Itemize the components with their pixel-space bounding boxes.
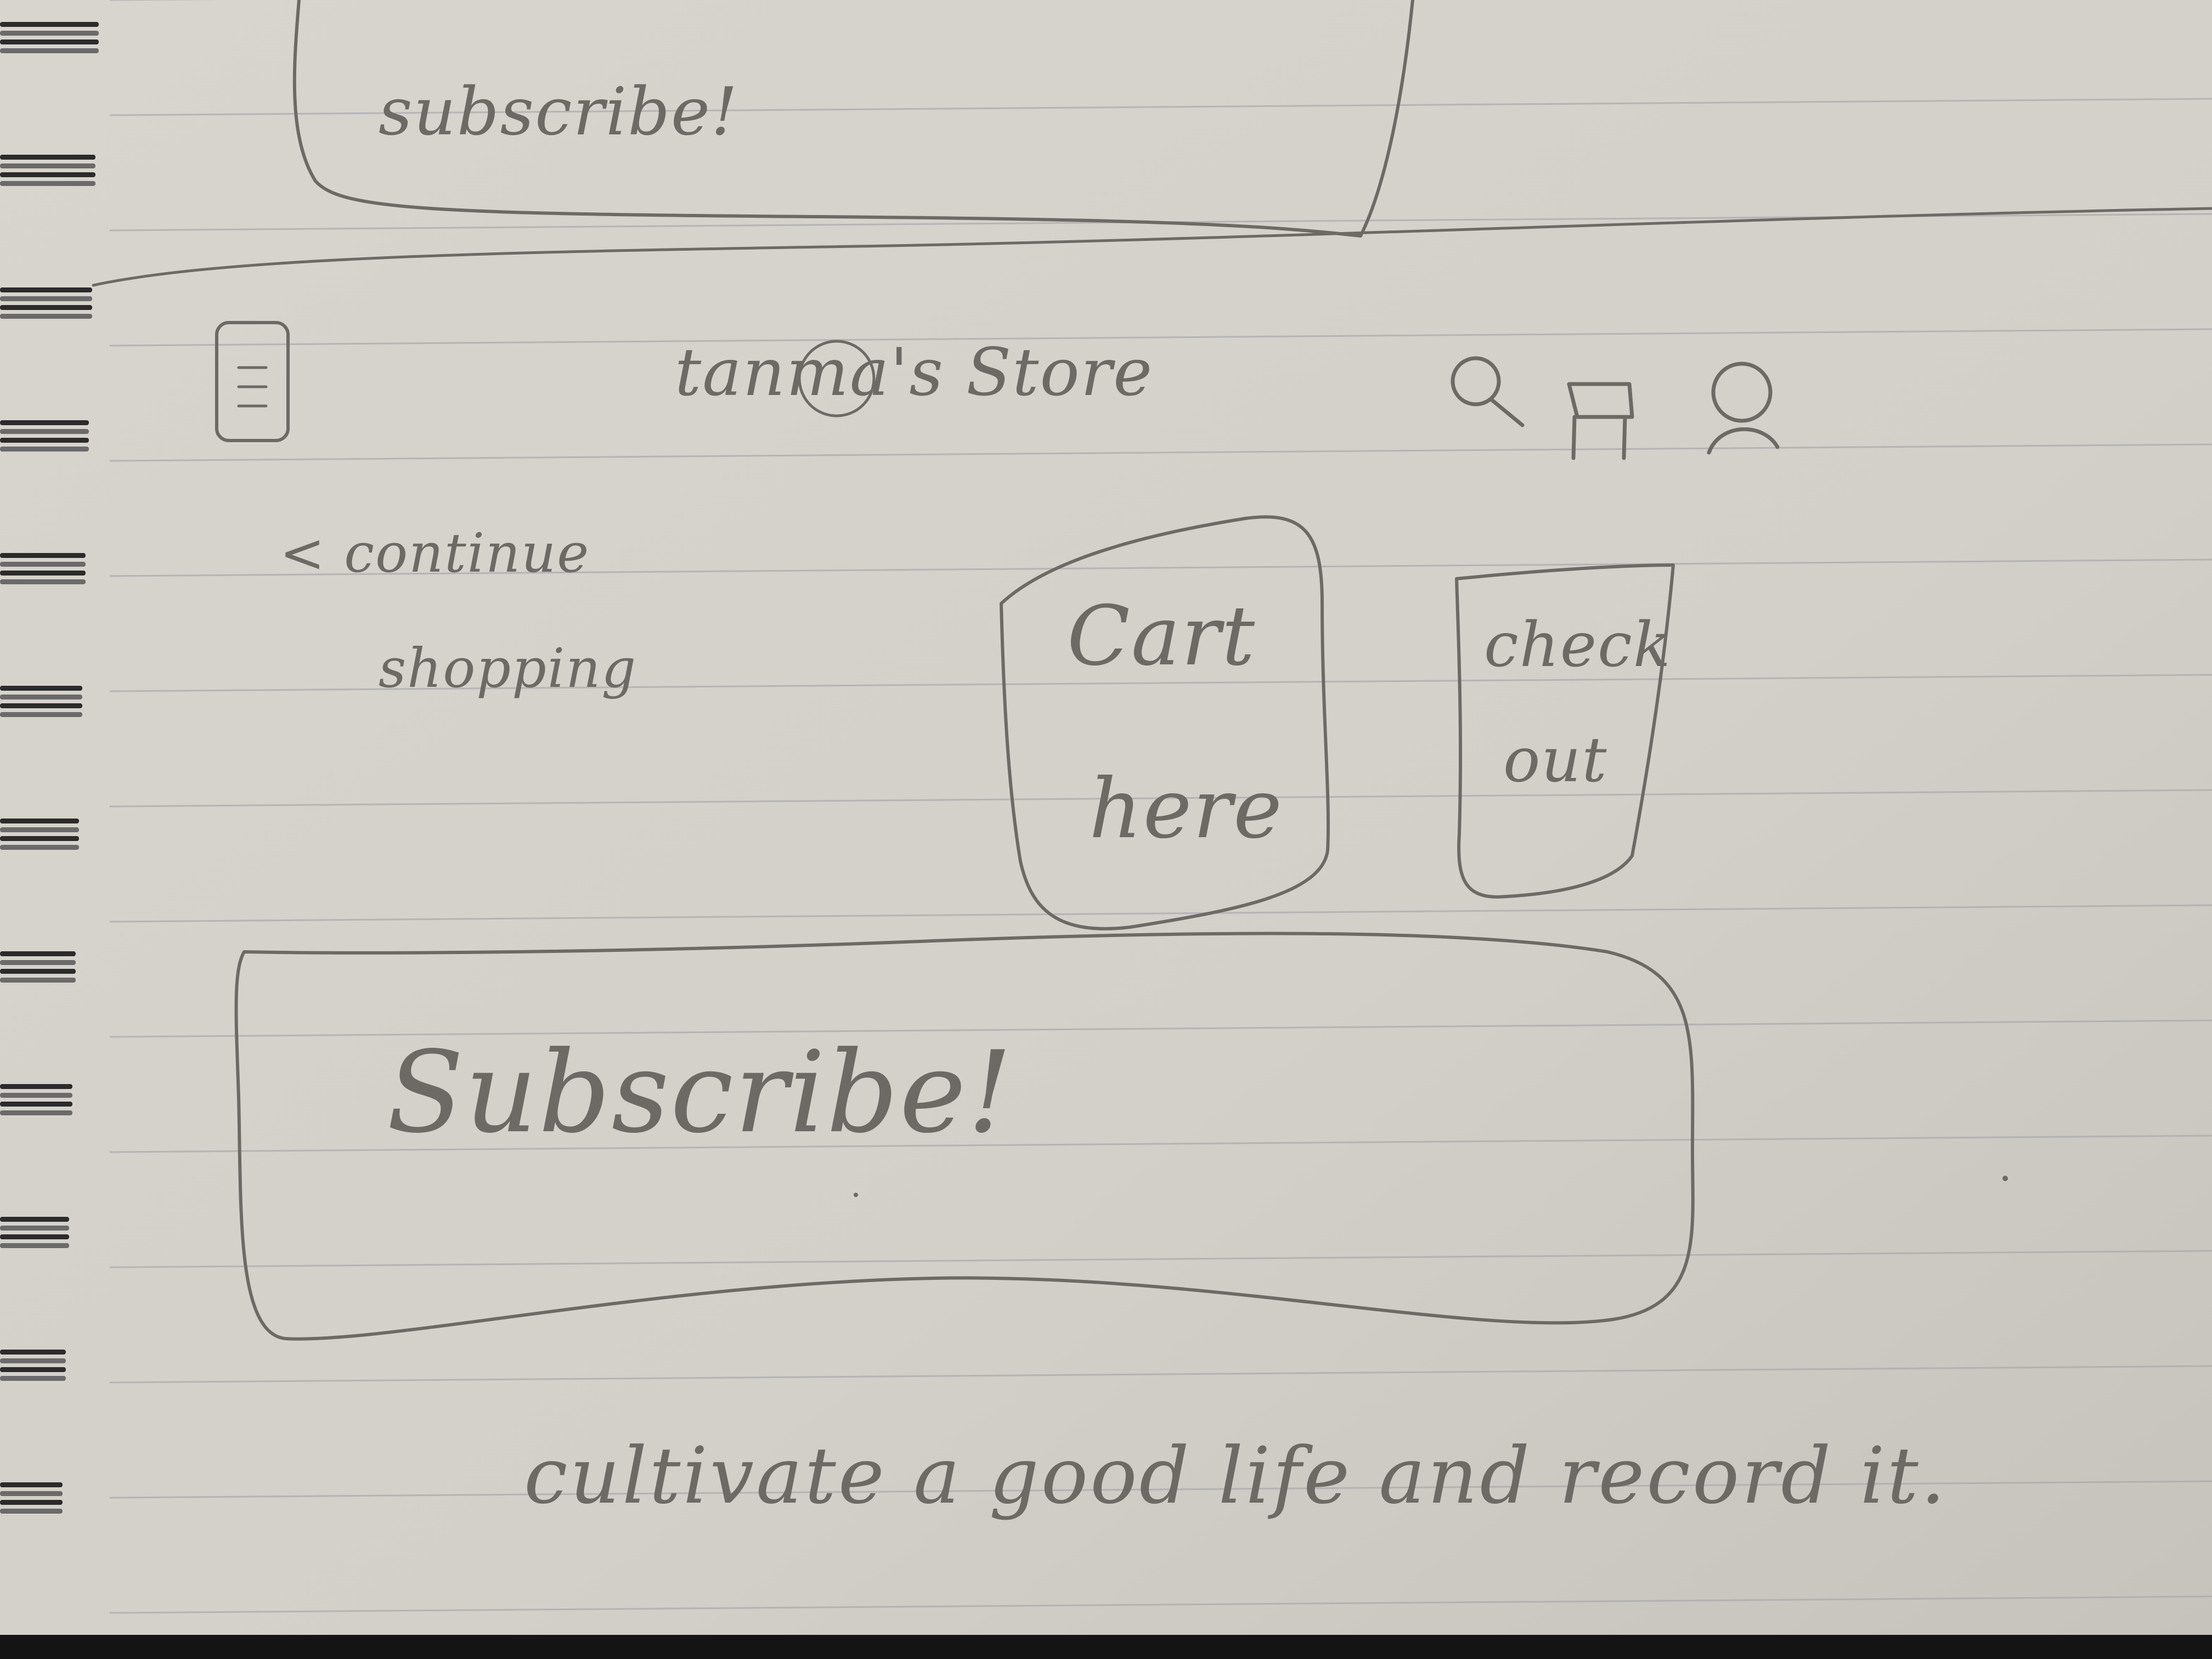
ruled-line <box>109 1135 2212 1153</box>
section-divider <box>92 207 2212 287</box>
cart-label-line1: Cart <box>1067 589 1256 684</box>
spiral-ring <box>0 1084 72 1115</box>
checkout-button-outline[interactable] <box>1455 563 1675 899</box>
ruled-line <box>109 904 2212 923</box>
cart-icon[interactable] <box>1567 382 1634 460</box>
spiral-ring <box>0 22 99 53</box>
ruled-line <box>109 1480 2212 1499</box>
ruled-line <box>109 443 2212 462</box>
store-name[interactable]: tanma's Store <box>675 335 1154 411</box>
continue-shopping-line2: shopping <box>379 637 637 700</box>
ruled-line <box>109 98 2212 116</box>
top-banner-outline[interactable] <box>292 0 1414 238</box>
bottom-edge <box>0 1635 2212 1659</box>
ruled-line <box>109 1019 2212 1038</box>
spiral-ring <box>0 686 82 717</box>
spiral-ring <box>0 1217 69 1248</box>
spiral-ring <box>0 1482 63 1514</box>
checkout-label-line2: out <box>1503 725 1608 796</box>
subscribe-banner-label[interactable]: Subscribe! <box>387 1028 1014 1158</box>
ruled-line <box>109 558 2212 577</box>
subscribe-banner-outline[interactable] <box>234 932 1695 1341</box>
checkout-label-line1: check <box>1484 610 1672 681</box>
spiral-ring <box>0 1350 66 1381</box>
spiral-ring <box>0 819 79 850</box>
ruled-lines <box>109 0 2212 1614</box>
spiral-ring <box>0 287 92 319</box>
ruled-line <box>109 1365 2212 1384</box>
pencil-dot <box>854 1193 858 1197</box>
ruled-line <box>109 1595 2212 1614</box>
spiral-ring <box>0 951 76 983</box>
spiral-ring <box>0 420 89 452</box>
top-banner-label[interactable]: subscribe! <box>379 74 739 150</box>
spiral-ring <box>0 553 86 584</box>
ruled-line <box>109 789 2212 808</box>
ruled-line <box>109 674 2212 692</box>
cart-label-line2: here <box>1089 761 1283 857</box>
spiral-ring <box>0 155 95 186</box>
ruled-line <box>109 1250 2212 1268</box>
user-icon[interactable] <box>1707 362 1780 455</box>
continue-shopping-line1: < continue <box>280 522 590 585</box>
cart-box-outline <box>1000 515 1330 930</box>
pencil-dot <box>2002 1176 2008 1181</box>
hamburger-menu-icon[interactable] <box>215 321 290 442</box>
ruled-line <box>109 328 2212 347</box>
footer-tagline: cultivate a good life and record it. <box>524 1431 1948 1521</box>
search-icon[interactable] <box>1451 356 1525 427</box>
store-name-circle <box>798 340 876 417</box>
spiral-binding <box>0 22 99 1514</box>
